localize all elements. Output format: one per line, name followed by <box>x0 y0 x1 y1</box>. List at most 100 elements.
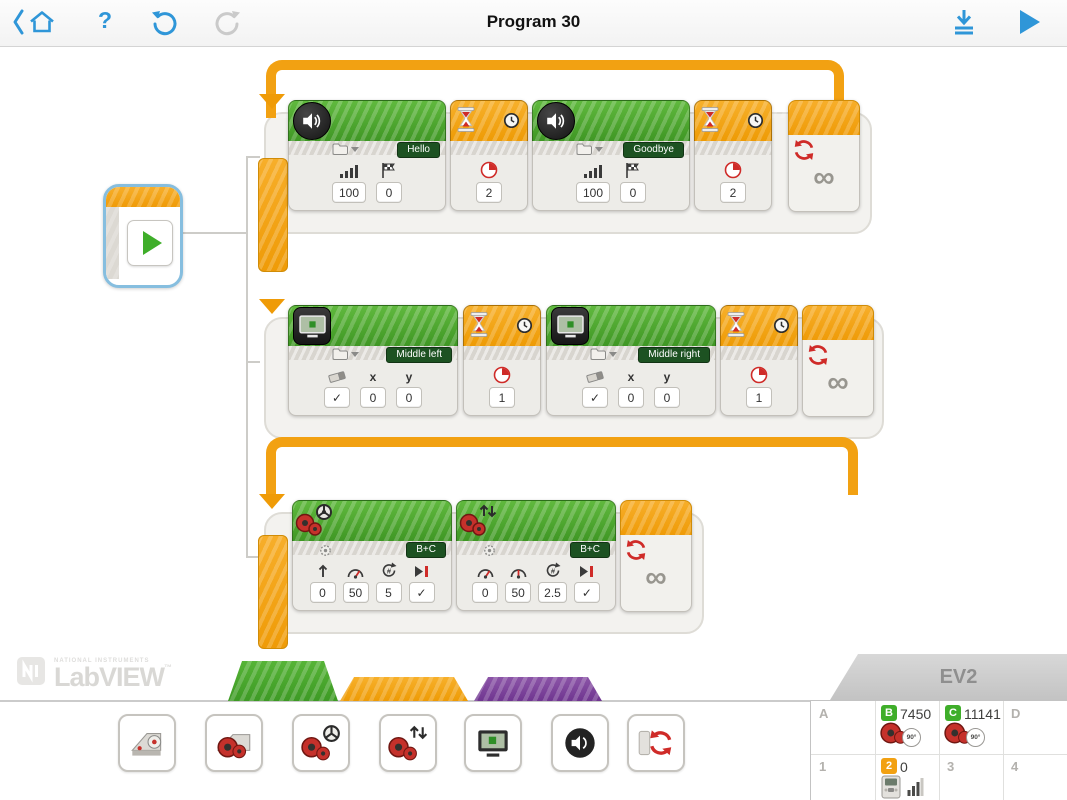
motor-port-b[interactable]: B 7450 90° <box>875 701 939 754</box>
param-brake[interactable]: ✓ <box>573 559 600 603</box>
param-value-pill[interactable]: 0 <box>654 387 680 408</box>
mode-label[interactable]: Middle left <box>386 347 452 363</box>
wait-block[interactable]: 2 <box>450 100 528 211</box>
back-home-button[interactable] <box>12 8 58 41</box>
hardware-panel-header[interactable]: EV2 <box>830 654 1067 700</box>
param-clear-screen[interactable]: ✓ <box>582 364 608 408</box>
mode-folder-icon[interactable] <box>576 143 603 156</box>
palette-item-move-steering[interactable] <box>292 714 350 772</box>
loop-mode-infinity[interactable]: ∞ <box>813 161 835 194</box>
param-value-pill[interactable]: 0 <box>618 387 644 408</box>
display-block[interactable]: Middle right ✓ x 0 y 0 <box>546 305 716 416</box>
param-seconds[interactable]: 1 <box>489 364 515 408</box>
param-y[interactable]: y 0 <box>654 364 680 408</box>
motor-port-a[interactable]: A <box>811 701 875 754</box>
param-value-pill[interactable]: 5 <box>375 582 402 603</box>
time-mode-icon[interactable] <box>747 112 764 134</box>
param-value-pill[interactable]: ✓ <box>573 582 600 603</box>
param-value-pill[interactable]: 0 <box>360 387 386 408</box>
loop-end-block[interactable]: ∞ <box>620 500 692 612</box>
param-value-pill[interactable]: 50 <box>505 582 532 603</box>
param-x[interactable]: x 0 <box>618 364 644 408</box>
mode-label[interactable]: Middle right <box>638 347 710 363</box>
loop-mode-infinity[interactable]: ∞ <box>645 561 667 594</box>
mode-folder-icon[interactable] <box>590 348 617 361</box>
param-value-pill[interactable]: 2 <box>720 182 746 203</box>
param-value-pill[interactable]: 1 <box>489 387 515 408</box>
loop-end-block[interactable]: ∞ <box>802 305 874 417</box>
download-to-brick-button[interactable] <box>950 8 978 41</box>
sensor-port-4[interactable]: 4 <box>1003 754 1067 800</box>
param-play-type[interactable]: 0 <box>620 159 646 203</box>
param-x[interactable]: x 0 <box>360 364 386 408</box>
sensor-port-3[interactable]: 3 <box>939 754 1003 800</box>
mode-label[interactable]: Hello <box>397 142 440 158</box>
param-volume[interactable]: 100 <box>576 159 610 203</box>
param-value-pill[interactable]: ✓ <box>582 387 608 408</box>
undo-button[interactable] <box>150 8 180 41</box>
palette-item-large-motor[interactable] <box>205 714 263 772</box>
param-brake[interactable]: ✓ <box>408 559 435 603</box>
run-program-button[interactable] <box>1018 8 1042 41</box>
palette-tab-comment[interactable] <box>474 677 602 701</box>
param-value-pill[interactable]: ✓ <box>408 582 435 603</box>
time-mode-icon[interactable] <box>503 112 520 134</box>
loop-start-tab[interactable] <box>258 535 288 649</box>
param-value-pill[interactable]: ✓ <box>324 387 350 408</box>
motor-port-c[interactable]: C 11141 90° <box>939 701 1003 754</box>
param-value-pill[interactable]: 2.5 <box>538 582 567 603</box>
start-play-card[interactable] <box>126 220 173 266</box>
param-y[interactable]: y 0 <box>396 364 422 408</box>
loop-start-tab[interactable] <box>258 158 288 272</box>
display-block[interactable]: Middle left ✓ x 0 y 0 <box>288 305 458 416</box>
motor-port-d[interactable]: D <box>1003 701 1067 754</box>
mode-folder-icon[interactable] <box>332 348 359 361</box>
palette-tab-action[interactable] <box>228 661 338 701</box>
param-value-pill[interactable]: 0 <box>376 182 402 203</box>
param-seconds[interactable]: 2 <box>720 159 746 203</box>
mode-label[interactable]: Goodbye <box>623 142 684 158</box>
sound-block[interactable]: Goodbye 100 0 <box>532 100 690 211</box>
param-value-pill[interactable]: 2 <box>476 182 502 203</box>
redo-button[interactable] <box>212 8 242 41</box>
time-mode-icon[interactable] <box>516 317 533 339</box>
param-seconds[interactable]: 2 <box>476 159 502 203</box>
param-power[interactable]: 50 <box>342 559 369 603</box>
mode-folder-icon[interactable] <box>332 143 359 156</box>
move-tank-block[interactable]: B+C 0 50 # 2.5 <box>456 500 616 611</box>
sensor-port-1[interactable]: 1 <box>811 754 875 800</box>
wait-block[interactable]: 2 <box>694 100 772 211</box>
param-rotations[interactable]: # 2.5 <box>538 559 567 603</box>
mode-label[interactable]: B+C <box>406 542 446 558</box>
palette-item-medium-motor[interactable] <box>118 714 176 772</box>
param-volume[interactable]: 100 <box>332 159 366 203</box>
loop-mode-infinity[interactable]: ∞ <box>827 366 849 399</box>
palette-tab-flow[interactable] <box>340 677 468 701</box>
palette-item-move-tank[interactable] <box>379 714 437 772</box>
param-seconds[interactable]: 1 <box>746 364 772 408</box>
param-clear-screen[interactable]: ✓ <box>324 364 350 408</box>
param-power[interactable]: 0 <box>472 559 499 603</box>
param-turn[interactable]: 50 <box>505 559 532 603</box>
param-value-pill[interactable]: 50 <box>342 582 369 603</box>
param-value-pill[interactable]: 1 <box>746 387 772 408</box>
param-value-pill[interactable]: 0 <box>472 582 499 603</box>
param-value-pill[interactable]: 100 <box>332 182 366 203</box>
wait-block[interactable]: 1 <box>463 305 541 416</box>
param-value-pill[interactable]: 0 <box>396 387 422 408</box>
palette-item-sound[interactable] <box>551 714 609 772</box>
help-button[interactable]: ? <box>98 7 112 34</box>
loop-end-block[interactable]: ∞ <box>788 100 860 212</box>
param-rotations[interactable]: # 5 <box>375 559 402 603</box>
port-selector-icon[interactable] <box>482 543 497 558</box>
param-value-pill[interactable]: 100 <box>576 182 610 203</box>
palette-item-display[interactable] <box>464 714 522 772</box>
sound-block[interactable]: Hello 100 0 <box>288 100 446 211</box>
param-steering[interactable]: 0 <box>309 559 336 603</box>
start-block[interactable] <box>103 184 183 288</box>
mode-label[interactable]: B+C <box>570 542 610 558</box>
wait-block[interactable]: 1 <box>720 305 798 416</box>
param-value-pill[interactable]: 0 <box>309 582 336 603</box>
time-mode-icon[interactable] <box>773 317 790 339</box>
param-value-pill[interactable]: 0 <box>620 182 646 203</box>
